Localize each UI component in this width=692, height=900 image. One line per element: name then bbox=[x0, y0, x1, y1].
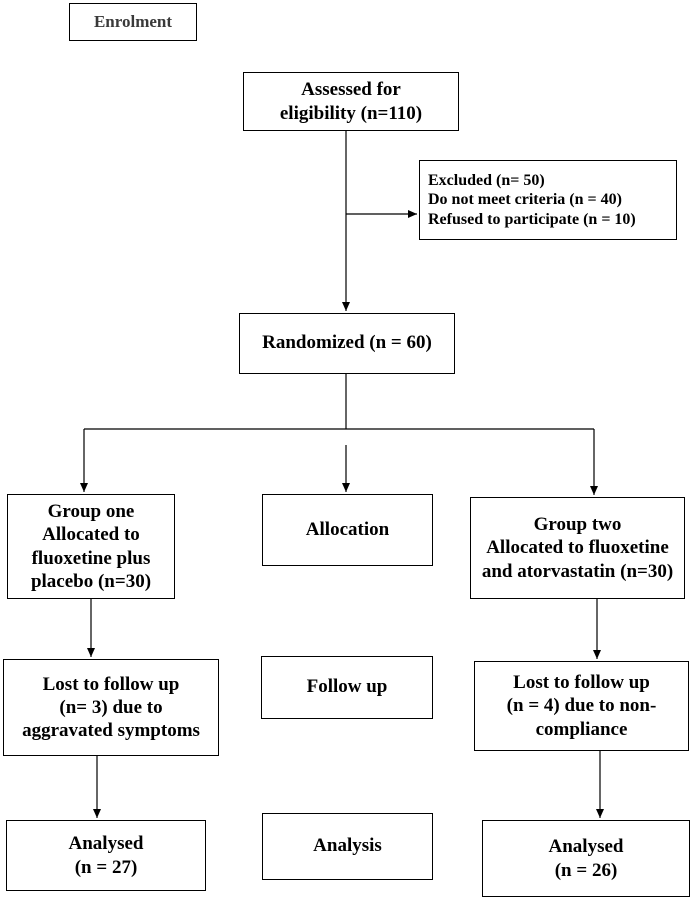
excluded-line-2: Do not meet criteria (n = 40) bbox=[428, 191, 622, 209]
group-one-analysed-box: Analysed (n = 27) bbox=[6, 820, 206, 891]
group-one-allocated-line-1: Group one bbox=[47, 501, 135, 523]
group-one-lost-box: Lost to follow up (n= 3) due to aggravat… bbox=[3, 659, 219, 756]
excluded-line-1: Excluded (n= 50) bbox=[428, 171, 545, 189]
allocation-stage-box: Allocation bbox=[262, 494, 433, 566]
group-one-lost-line-1: Lost to follow up bbox=[42, 673, 180, 695]
analysis-stage-label: Analysis bbox=[313, 835, 382, 857]
randomized-box: Randomized (n = 60) bbox=[239, 313, 455, 374]
follow-up-stage-label: Follow up bbox=[306, 676, 388, 698]
randomized-text: Randomized (n = 60) bbox=[262, 332, 432, 354]
follow-up-stage-box: Follow up bbox=[261, 656, 433, 719]
excluded-box: Excluded (n= 50) Do not meet criteria (n… bbox=[419, 160, 677, 240]
excluded-line-3: Refused to participate (n = 10) bbox=[428, 210, 636, 228]
group-one-analysed-line-1: Analysed bbox=[68, 833, 144, 855]
group-two-analysed-box: Analysed (n = 26) bbox=[482, 820, 690, 897]
allocation-stage-label: Allocation bbox=[305, 518, 390, 540]
group-two-analysed-line-1: Analysed bbox=[548, 836, 624, 858]
group-two-allocated-line-2: Allocated to fluoxetine bbox=[486, 537, 669, 559]
analysis-stage-box: Analysis bbox=[262, 813, 433, 880]
group-two-allocated-line-3: and atorvastatin (n=30) bbox=[481, 560, 674, 582]
group-one-analysed-line-2: (n = 27) bbox=[74, 856, 138, 878]
group-two-lost-line-1: Lost to follow up bbox=[513, 672, 650, 694]
assessed-line-2: eligibility (n=110) bbox=[279, 102, 423, 124]
group-two-lost-line-3: compliance bbox=[535, 718, 628, 740]
group-two-lost-box: Lost to follow up (n = 4) due to non- co… bbox=[474, 661, 689, 751]
group-two-allocated-line-1: Group two bbox=[533, 514, 622, 536]
group-one-allocated-line-4: placebo (n=30) bbox=[30, 570, 152, 592]
group-one-lost-line-3: aggravated symptoms bbox=[22, 720, 200, 742]
group-one-allocated-line-3: fluoxetine plus bbox=[31, 547, 151, 569]
assessed-line-1: Assessed for bbox=[301, 79, 401, 101]
group-one-allocated-line-2: Allocated to bbox=[42, 524, 140, 546]
enrolment-text: Enrolment bbox=[93, 11, 173, 31]
group-two-lost-line-2: (n = 4) due to non- bbox=[506, 695, 657, 717]
assessed-box: Assessed for eligibility (n=110) bbox=[243, 72, 459, 131]
enrolment-label: Enrolment bbox=[69, 3, 197, 41]
group-one-lost-line-2: (n= 3) due to bbox=[59, 696, 163, 718]
group-two-allocated-box: Group two Allocated to fluoxetine and at… bbox=[470, 497, 685, 599]
group-two-analysed-line-2: (n = 26) bbox=[554, 859, 618, 881]
group-one-allocated-box: Group one Allocated to fluoxetine plus p… bbox=[7, 494, 175, 599]
